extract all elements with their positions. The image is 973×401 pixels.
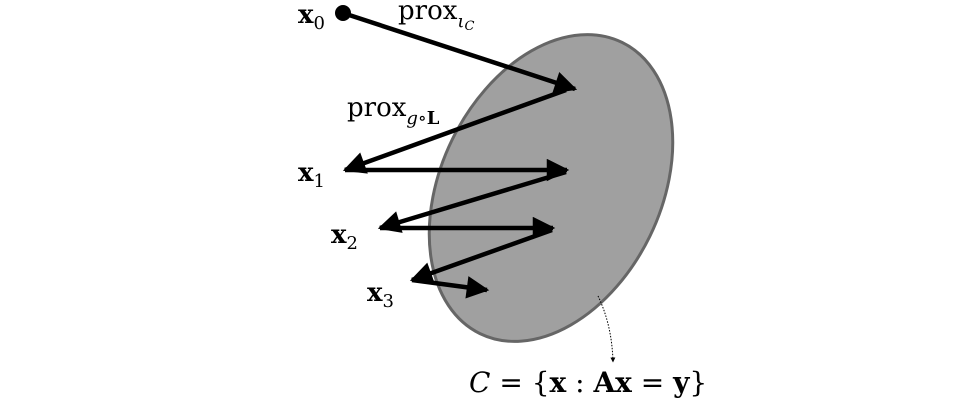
- arrow-prox-c-1: [342, 10, 578, 94]
- label-prox-gl: proxg∘L: [347, 93, 440, 129]
- label-set-definition: C = {x : Ax = y}: [469, 366, 707, 399]
- label-x0: x0: [298, 0, 325, 34]
- constraint-set-c: [427, 33, 675, 343]
- start-point-x0: [335, 5, 351, 21]
- label-x1: x1: [298, 158, 325, 192]
- arrow-prox-gl-2: [377, 169, 567, 233]
- label-x3: x3: [367, 278, 394, 312]
- arrow-prox-gl-1: [342, 87, 567, 174]
- arrow-prox-c-4: [411, 276, 490, 299]
- label-prox-c: proxιC: [398, 0, 474, 34]
- label-x2: x2: [331, 220, 358, 254]
- arrow-prox-gl-3: [409, 227, 553, 284]
- set-pointer-dotted: [597, 295, 616, 363]
